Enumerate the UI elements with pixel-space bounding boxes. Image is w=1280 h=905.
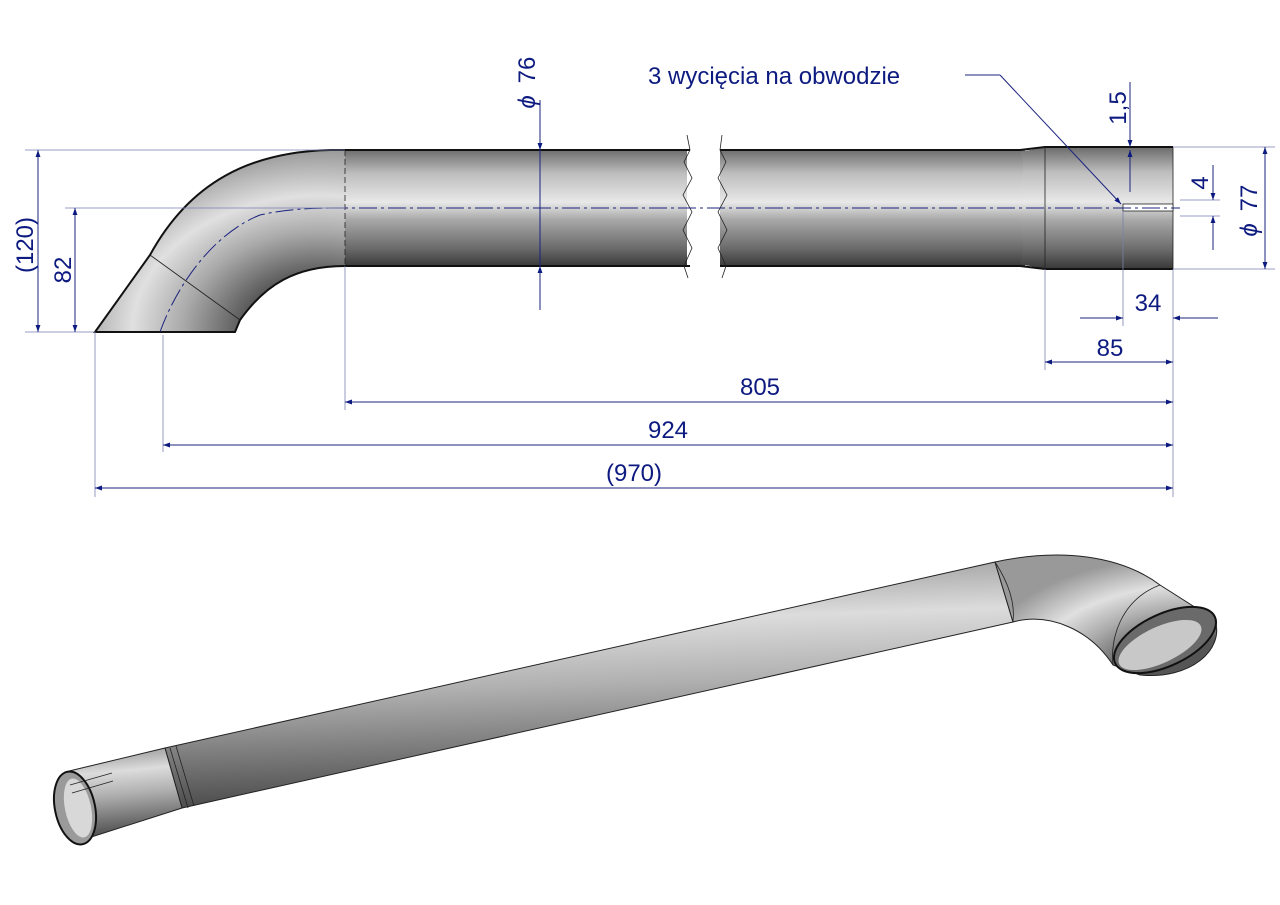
dimension-texts: (120) 82 ϕ 76 805 924 (970) 85 34 1,5 4 … bbox=[12, 57, 1263, 487]
dimension-lines bbox=[35, 74, 1268, 491]
dim-4: 4 bbox=[1187, 176, 1214, 189]
iso-pipe-body bbox=[164, 561, 1014, 809]
side-view bbox=[93, 134, 1180, 333]
diameter-symbol-76: ϕ bbox=[514, 95, 541, 108]
dim-120: (120) bbox=[12, 217, 39, 273]
dim-76: 76 bbox=[514, 57, 541, 84]
dim-85: 85 bbox=[1097, 335, 1124, 362]
dim-970: (970) bbox=[606, 460, 662, 487]
dim-805: 805 bbox=[740, 374, 780, 401]
dim-1-5: 1,5 bbox=[1105, 91, 1132, 124]
dim-82: 82 bbox=[50, 257, 77, 284]
dim-34: 34 bbox=[1135, 290, 1162, 317]
diameter-symbol-77: ϕ bbox=[1236, 223, 1263, 236]
extension-lines bbox=[25, 146, 1275, 497]
dim-77: 77 bbox=[1236, 185, 1263, 212]
dim-924: 924 bbox=[648, 417, 688, 444]
isometric-view bbox=[52, 554, 1218, 846]
slot-note: 3 wycięcia na obwodzie bbox=[648, 63, 900, 90]
